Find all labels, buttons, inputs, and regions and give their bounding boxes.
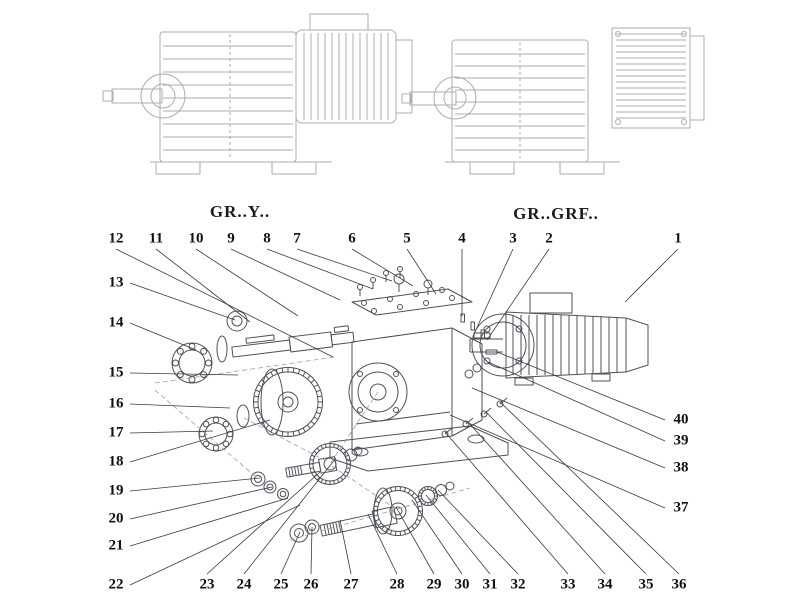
callout-number: 33 xyxy=(560,576,576,593)
callout-number: 11 xyxy=(148,230,164,247)
callout-number: 21 xyxy=(108,537,124,554)
callout-number: 8 xyxy=(263,230,271,247)
callout-number: 9 xyxy=(227,230,235,247)
callout-number: 27 xyxy=(343,576,359,593)
leader-lines xyxy=(115,248,680,586)
callout-number: 28 xyxy=(389,576,405,593)
callout-number: 23 xyxy=(199,576,215,593)
callout-number: 39 xyxy=(673,432,689,449)
callout-number: 19 xyxy=(108,482,124,499)
callout-number: 14 xyxy=(108,314,124,331)
callout-number: 4 xyxy=(458,230,466,247)
exploded-view-drawing xyxy=(171,266,649,543)
callout-number: 34 xyxy=(597,576,613,593)
bearing-balls xyxy=(172,343,234,452)
callout-number: 40 xyxy=(673,411,689,428)
callout-number: 16 xyxy=(108,395,124,412)
callout-number: 32 xyxy=(510,576,526,593)
callout-number: 35 xyxy=(638,576,654,593)
callout-number: 7 xyxy=(293,230,301,247)
callout-number: 29 xyxy=(426,576,442,593)
callout-number: 38 xyxy=(673,459,689,476)
callout-number: 22 xyxy=(108,576,124,593)
callout-number: 30 xyxy=(454,576,470,593)
callout-number: 18 xyxy=(108,453,124,470)
gear-teeth xyxy=(253,367,438,536)
callout-number: 20 xyxy=(108,510,124,527)
callout-number: 1 xyxy=(674,230,682,247)
callout-number: 31 xyxy=(482,576,498,593)
callout-number: 2 xyxy=(545,230,553,247)
gearmotor-illustration-left xyxy=(102,13,413,175)
callout-number: 5 xyxy=(403,230,411,247)
construction-lines xyxy=(154,356,471,541)
callout-number: 15 xyxy=(108,364,124,381)
callout-number: 17 xyxy=(108,424,124,441)
callout-number: 13 xyxy=(108,274,124,291)
callout-number: 6 xyxy=(348,230,356,247)
callout-number: 3 xyxy=(509,230,517,247)
callout-number: 12 xyxy=(108,230,124,247)
callout-number: 25 xyxy=(273,576,289,593)
gearmotor-illustration-right xyxy=(401,27,705,175)
variant-title-right: GR..GRF.. xyxy=(513,204,599,223)
callout-number: 10 xyxy=(188,230,204,247)
callout-number: 37 xyxy=(673,499,689,516)
callout-number: 36 xyxy=(671,576,687,593)
callout-number: 24 xyxy=(236,576,252,593)
callout-number: 26 xyxy=(303,576,319,593)
variant-title-left: GR..Y.. xyxy=(209,202,271,221)
